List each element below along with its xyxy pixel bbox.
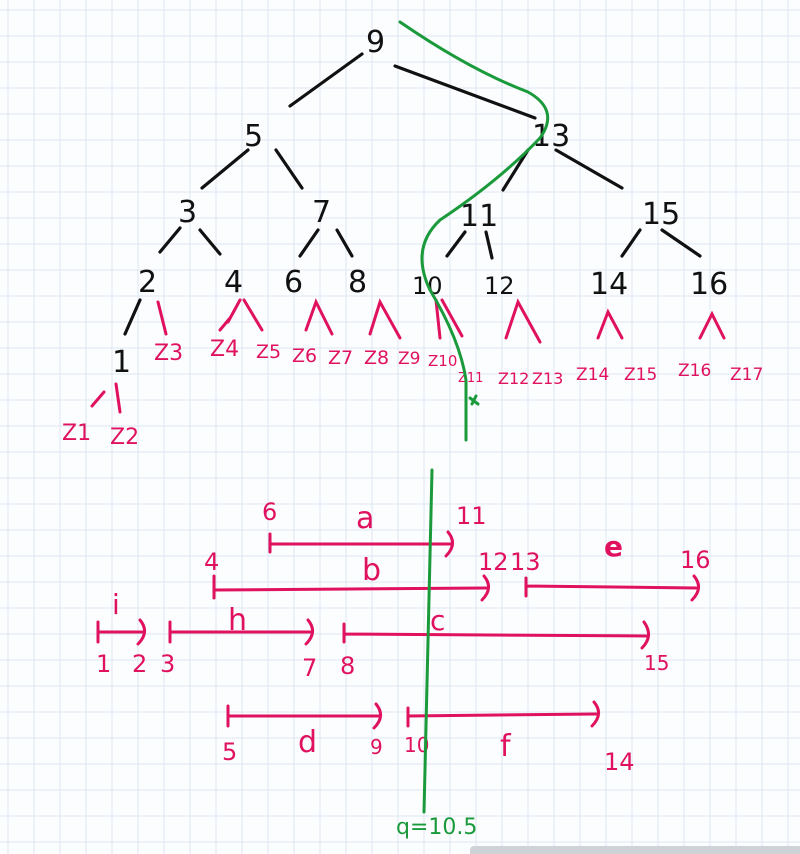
- interval-label: a: [356, 501, 374, 536]
- interval-right-endpoint: 11: [456, 502, 487, 530]
- interval-label: f: [500, 729, 512, 764]
- tree-node: 9: [366, 25, 385, 60]
- interval-h: 3 h 7: [160, 603, 317, 682]
- leaf-label: Z15: [624, 365, 657, 385]
- tree-node: 13: [532, 119, 570, 154]
- interval-label: e: [604, 530, 623, 563]
- interval-label: c: [430, 604, 445, 637]
- interval-right-endpoint: 7: [302, 654, 317, 682]
- leaf-label: Z4: [210, 337, 239, 362]
- leaf-label: Z16: [678, 361, 711, 381]
- tree-node: 4: [224, 265, 243, 300]
- tree-node: 5: [244, 119, 263, 154]
- leaf-label: Z3: [154, 341, 183, 366]
- interval-e: 13 e 16: [510, 530, 711, 602]
- leaf-label: Z17: [730, 365, 763, 385]
- leaf-label: Z1: [62, 421, 91, 446]
- tree-node: 6: [284, 265, 303, 300]
- tree-node: 14: [590, 267, 628, 302]
- leaf-label: Z13: [532, 369, 563, 388]
- interval-label: d: [298, 725, 317, 760]
- interval-b: 4 b 12: [204, 548, 509, 602]
- interval-f: 10 f 14: [404, 700, 635, 776]
- interval-right-endpoint: 9: [370, 735, 383, 759]
- tree-node: 15: [642, 197, 680, 232]
- scroll-indicator: [470, 846, 800, 854]
- query-label: q=10.5: [396, 815, 477, 840]
- leaf-label: Z12: [498, 369, 529, 388]
- tree-edges: [123, 52, 702, 336]
- tree-leaves: Z1 Z2 Z3 Z4 Z5 Z6 Z7 Z8 Z9 Z10 Z11 Z12 Z…: [62, 337, 763, 450]
- interval-right-endpoint: 16: [680, 546, 711, 574]
- interval-label: b: [362, 553, 381, 588]
- interval-c: 8 c 15: [340, 604, 669, 680]
- interval-d: 5 d 9: [222, 702, 383, 766]
- interval-left-endpoint: 6: [262, 498, 277, 526]
- tree-node: 1: [112, 345, 131, 380]
- interval-label: h: [228, 603, 247, 638]
- tree-node: 3: [178, 195, 197, 230]
- leaf-label: Z2: [110, 425, 139, 450]
- interval-left-endpoint: 3: [160, 650, 175, 678]
- interval-right-endpoint: 12: [478, 548, 509, 576]
- leaf-label: Z14: [576, 365, 609, 385]
- intervals: 6 a 11 4 b 12 13 e 16 1 i 2 3 h: [96, 498, 711, 776]
- interval-left-endpoint: 4: [204, 548, 219, 576]
- tree-node: 16: [690, 267, 728, 302]
- tree-nodes: 9 5 13 3 7 11 15 2 4 6 8 10 12 14 16 1: [112, 25, 728, 380]
- leaf-label: Z11: [458, 371, 483, 386]
- leaf-label: Z6: [292, 345, 317, 367]
- interval-left-endpoint: 13: [510, 548, 541, 576]
- interval-right-endpoint: 2: [132, 650, 147, 678]
- tree-node: 8: [348, 265, 367, 300]
- leaf-label: Z9: [398, 349, 420, 369]
- tree-node: 11: [460, 199, 498, 234]
- interval-right-endpoint: 14: [604, 748, 635, 776]
- query-line: q=10.5: [396, 20, 550, 840]
- interval-left-endpoint: 1: [96, 650, 111, 678]
- leaf-edges: [90, 298, 726, 414]
- tree-node: 7: [312, 195, 331, 230]
- interval-left-endpoint: 8: [340, 652, 355, 680]
- tree-node: 2: [138, 265, 157, 300]
- leaf-label: Z5: [256, 341, 281, 363]
- interval-i: 1 i 2: [96, 588, 147, 678]
- interval-a: 6 a 11: [262, 498, 487, 558]
- leaf-label: Z7: [328, 347, 353, 369]
- interval-label: i: [112, 588, 120, 621]
- interval-right-endpoint: 15: [644, 651, 669, 675]
- leaf-label: Z10: [428, 352, 457, 370]
- interval-left-endpoint: 5: [222, 738, 237, 766]
- tree-node: 12: [484, 272, 515, 300]
- leaf-label: Z8: [364, 347, 389, 369]
